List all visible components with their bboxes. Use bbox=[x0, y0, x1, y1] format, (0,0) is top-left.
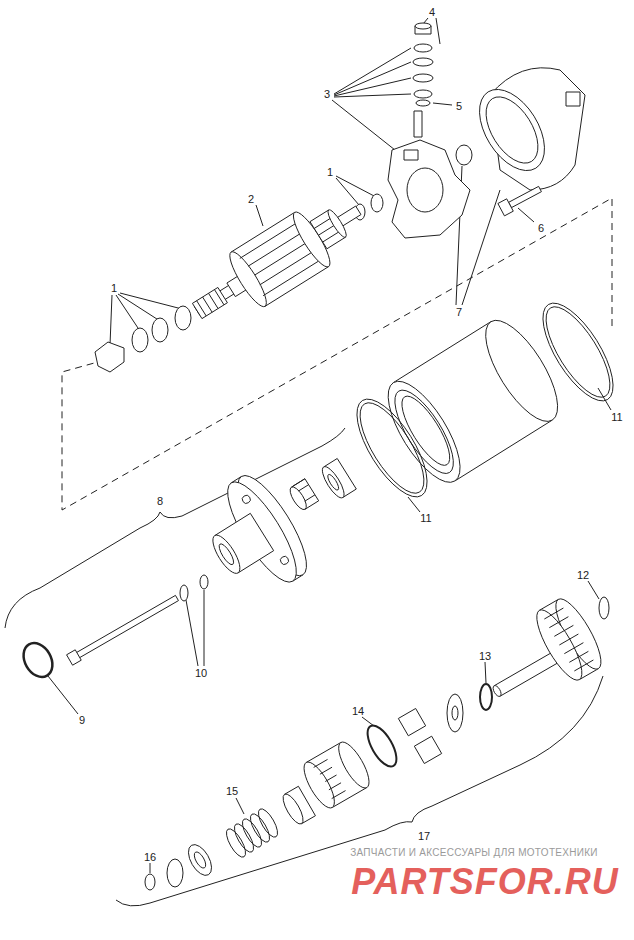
callout-number: 15 bbox=[226, 786, 238, 797]
washer bbox=[599, 597, 609, 619]
through-bolt bbox=[67, 593, 180, 665]
clutch-halves bbox=[398, 708, 441, 763]
callout-number: 17 bbox=[418, 831, 430, 842]
watermark-text: ЗАПЧАСТИ И АКСЕССУАРЫ ДЛЯ МОТОТЕХНИКИ bbox=[348, 847, 600, 859]
watermark-logo: PARTSFOR.RU bbox=[348, 864, 622, 900]
callout-number: 8 bbox=[157, 496, 163, 507]
clip bbox=[480, 684, 492, 710]
washer bbox=[167, 859, 183, 887]
collar bbox=[184, 841, 217, 879]
callout-number: 7 bbox=[456, 307, 462, 318]
callout-number: 1 bbox=[327, 167, 333, 178]
washer bbox=[447, 694, 463, 732]
lock-plate bbox=[95, 342, 124, 372]
washer bbox=[200, 575, 208, 589]
drive-housing bbox=[189, 467, 318, 608]
o-ring bbox=[530, 293, 627, 411]
leader-lines bbox=[48, 18, 611, 873]
washer-hole bbox=[452, 706, 458, 720]
washer bbox=[175, 306, 191, 330]
o-ring bbox=[348, 394, 435, 502]
pinion bbox=[298, 738, 374, 812]
collar-hole bbox=[192, 850, 208, 870]
end-cap bbox=[466, 68, 585, 190]
callout-number: 3 bbox=[324, 89, 330, 100]
callout-number: 11 bbox=[420, 513, 431, 524]
callout-number: 12 bbox=[577, 570, 589, 581]
callout-number: 9 bbox=[79, 715, 85, 726]
plate-hole bbox=[407, 168, 443, 212]
washer bbox=[132, 328, 148, 352]
ring bbox=[362, 721, 402, 771]
spring bbox=[223, 806, 281, 860]
bolt bbox=[498, 183, 543, 216]
washer bbox=[180, 585, 188, 601]
yoke bbox=[375, 310, 571, 493]
terminal bbox=[404, 150, 418, 160]
callout-number: 2 bbox=[248, 194, 254, 205]
alignment-line bbox=[62, 198, 612, 510]
callout-number: 16 bbox=[144, 852, 156, 863]
callout-number: 13 bbox=[479, 651, 491, 662]
o-ring bbox=[18, 638, 59, 682]
callout-number: 4 bbox=[429, 7, 435, 18]
callout-number: 10 bbox=[195, 668, 207, 679]
callout-number: 6 bbox=[538, 223, 544, 234]
bushing bbox=[456, 145, 472, 165]
washer bbox=[152, 318, 168, 342]
o-ring bbox=[534, 298, 621, 406]
clip bbox=[145, 874, 155, 890]
callout-number: 5 bbox=[456, 101, 462, 112]
callout-number: 1 bbox=[111, 283, 117, 294]
needle-bearing bbox=[287, 479, 319, 512]
callout-number: 14 bbox=[352, 706, 364, 717]
gear bbox=[529, 593, 609, 685]
armature bbox=[180, 183, 375, 338]
sleeve bbox=[279, 786, 315, 826]
nut-washer-stack bbox=[413, 23, 433, 137]
o-ring bbox=[344, 389, 441, 507]
washer bbox=[371, 194, 383, 212]
bearing bbox=[319, 458, 357, 500]
callout-number: 11 bbox=[611, 412, 622, 423]
